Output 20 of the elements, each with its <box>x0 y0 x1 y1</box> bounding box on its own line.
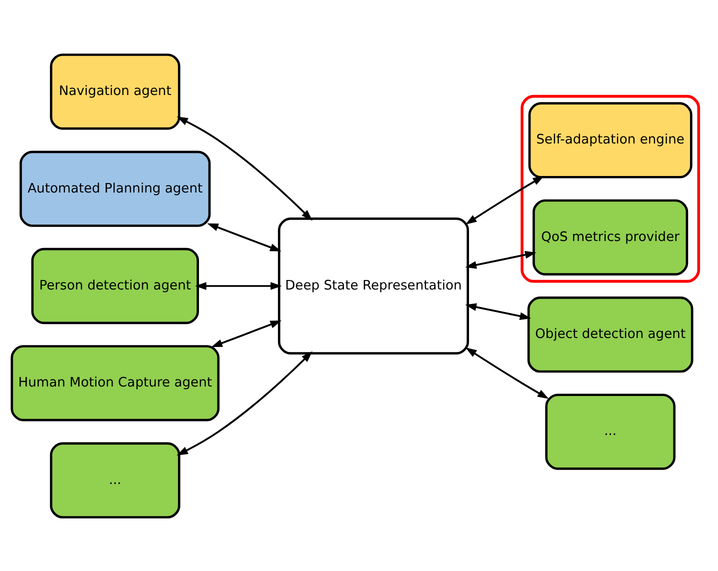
node-box: Navigation agent <box>50 53 180 130</box>
node-box: Self-adaptation engine <box>528 102 692 178</box>
arrow <box>176 350 312 455</box>
arrow <box>465 250 536 268</box>
node-box: Deep State Representation <box>278 217 470 354</box>
node-box: Person detection agent <box>31 247 199 324</box>
node-box: Human Motion Capture agent <box>10 344 220 421</box>
arrow <box>465 302 532 320</box>
node-box: ... <box>545 393 676 470</box>
arrow <box>207 222 282 251</box>
node-box: Automated Planning agent <box>20 150 211 226</box>
arrow <box>195 282 282 290</box>
arrow <box>211 320 282 347</box>
arrow <box>465 346 549 398</box>
arrow <box>465 175 544 224</box>
cluster <box>520 94 700 282</box>
node-box: QoS metrics provider <box>532 198 688 275</box>
node-box: ... <box>50 442 180 518</box>
arrow <box>176 116 312 220</box>
node-box: Object detection agent <box>527 296 694 372</box>
